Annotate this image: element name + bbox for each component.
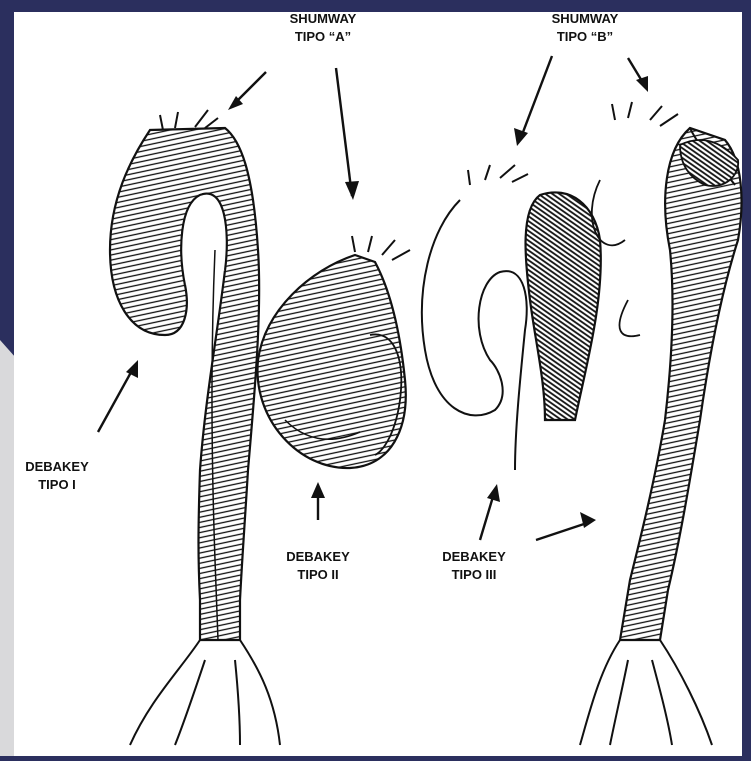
label-debakey-2-line2: TIPO II — [297, 567, 338, 582]
label-debakey-1: DEBAKEY TIPO I — [12, 458, 102, 494]
label-shumway-b-line1: SHUMWAY — [552, 11, 619, 26]
label-debakey-3-line1: DEBAKEY — [442, 549, 506, 564]
label-shumway-a-line2: TIPO “A” — [295, 29, 351, 44]
label-debakey-2: DEBAKEY TIPO II — [270, 548, 366, 584]
label-debakey-1-line1: DEBAKEY — [25, 459, 89, 474]
label-debakey-1-line2: TIPO I — [38, 477, 76, 492]
label-shumway-b-line2: TIPO “B” — [557, 29, 613, 44]
label-shumway-a: SHUMWAY TIPO “A” — [268, 10, 378, 46]
label-debakey-3-line2: TIPO III — [452, 567, 497, 582]
label-debakey-3: DEBAKEY TIPO III — [426, 548, 522, 584]
label-shumway-b: SHUMWAY TIPO “B” — [530, 10, 640, 46]
label-debakey-2-line1: DEBAKEY — [286, 549, 350, 564]
label-shumway-a-line1: SHUMWAY — [290, 11, 357, 26]
